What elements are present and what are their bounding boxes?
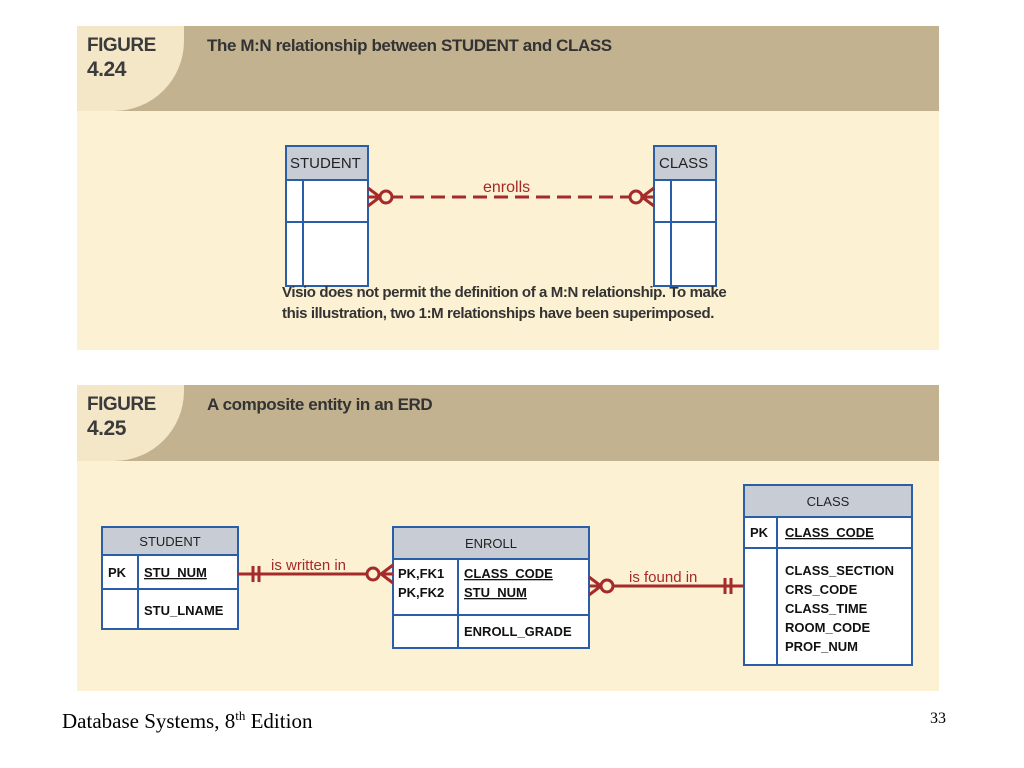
class-attr: PROF_NUM [785,639,858,654]
figure-label: FIGURE [87,35,156,56]
figure-4-25-panel: FIGURE 4.25 A composite entity in an ERD… [77,385,939,691]
student-pk-attr: STU_NUM [144,565,207,580]
class-pk-key: PK [750,525,769,540]
caption-line-1: Visio does not permit the definition of … [282,284,727,301]
class-attr: CLASS_SECTION [785,563,894,578]
figure-label: FIGURE [87,394,156,415]
mn-diagram: STUDENT CLASS enrolls [285,145,717,287]
enroll-attr-2: STU_NUM [464,585,527,600]
footer-sup: th [235,708,246,723]
figure-number: 4.25 [87,417,126,440]
student-entity-name: STUDENT [290,155,361,172]
class-entity-name: CLASS [807,494,850,509]
student-entity: STUDENT [285,145,369,287]
class-attr: CLASS_TIME [785,601,868,616]
figure-header: FIGURE 4.25 A composite entity in an ERD [77,385,939,461]
is-found-in-relationship: is found in [588,569,744,597]
student-attr: STU_LNAME [144,603,224,618]
figure-4-24-panel: FIGURE 4.24 The M:N relationship between… [77,26,939,350]
composite-erd: STUDENT PK STU_NUM STU_LNAME ENROLL PK,F… [101,484,913,666]
enroll-entity: ENROLL PK,FK1 PK,FK2 CLASS_CODE STU_NUM … [392,526,590,649]
slide-footer: Database Systems, 8th Edition [62,708,312,734]
is-found-in-label: is found in [629,569,697,586]
figure-number: 4.24 [87,58,126,81]
class-attr: ROOM_CODE [785,620,871,635]
enrolls-relationship: enrolls [367,179,655,208]
is-written-in-label: is written in [271,557,346,574]
class-pk-attr: CLASS_CODE [785,525,874,540]
enroll-attr-3: ENROLL_GRADE [464,624,572,639]
student-pk-key: PK [108,565,127,580]
student-entity-name: STUDENT [139,534,200,549]
footer-title: Database Systems, 8 [62,709,236,733]
figure-header: FIGURE 4.24 The M:N relationship between… [77,26,939,111]
footer-edition: Edition [245,709,313,733]
student-entity: STUDENT PK STU_NUM STU_LNAME [101,526,239,630]
class-attr: CRS_CODE [785,582,858,597]
enrolls-label: enrolls [483,179,530,196]
class-entity: CLASS PK CLASS_CODE CLASS_SECTION CRS_CO… [743,484,913,666]
enroll-attr-1: CLASS_CODE [464,566,553,581]
figure-title: The M:N relationship between STUDENT and… [207,36,612,55]
class-entity: CLASS [653,145,717,287]
class-entity-name: CLASS [659,155,708,172]
caption-line-2: this illustration, two 1:M relationships… [282,305,714,322]
figure-caption: Visio does not permit the definition of … [282,282,762,324]
figure-title: A composite entity in an ERD [207,395,433,414]
enroll-key-1: PK,FK1 [398,566,444,581]
is-written-in-relationship: is written in [238,557,394,585]
enroll-entity-name: ENROLL [465,536,517,551]
enroll-key-2: PK,FK2 [398,585,444,600]
page-number: 33 [930,710,946,727]
